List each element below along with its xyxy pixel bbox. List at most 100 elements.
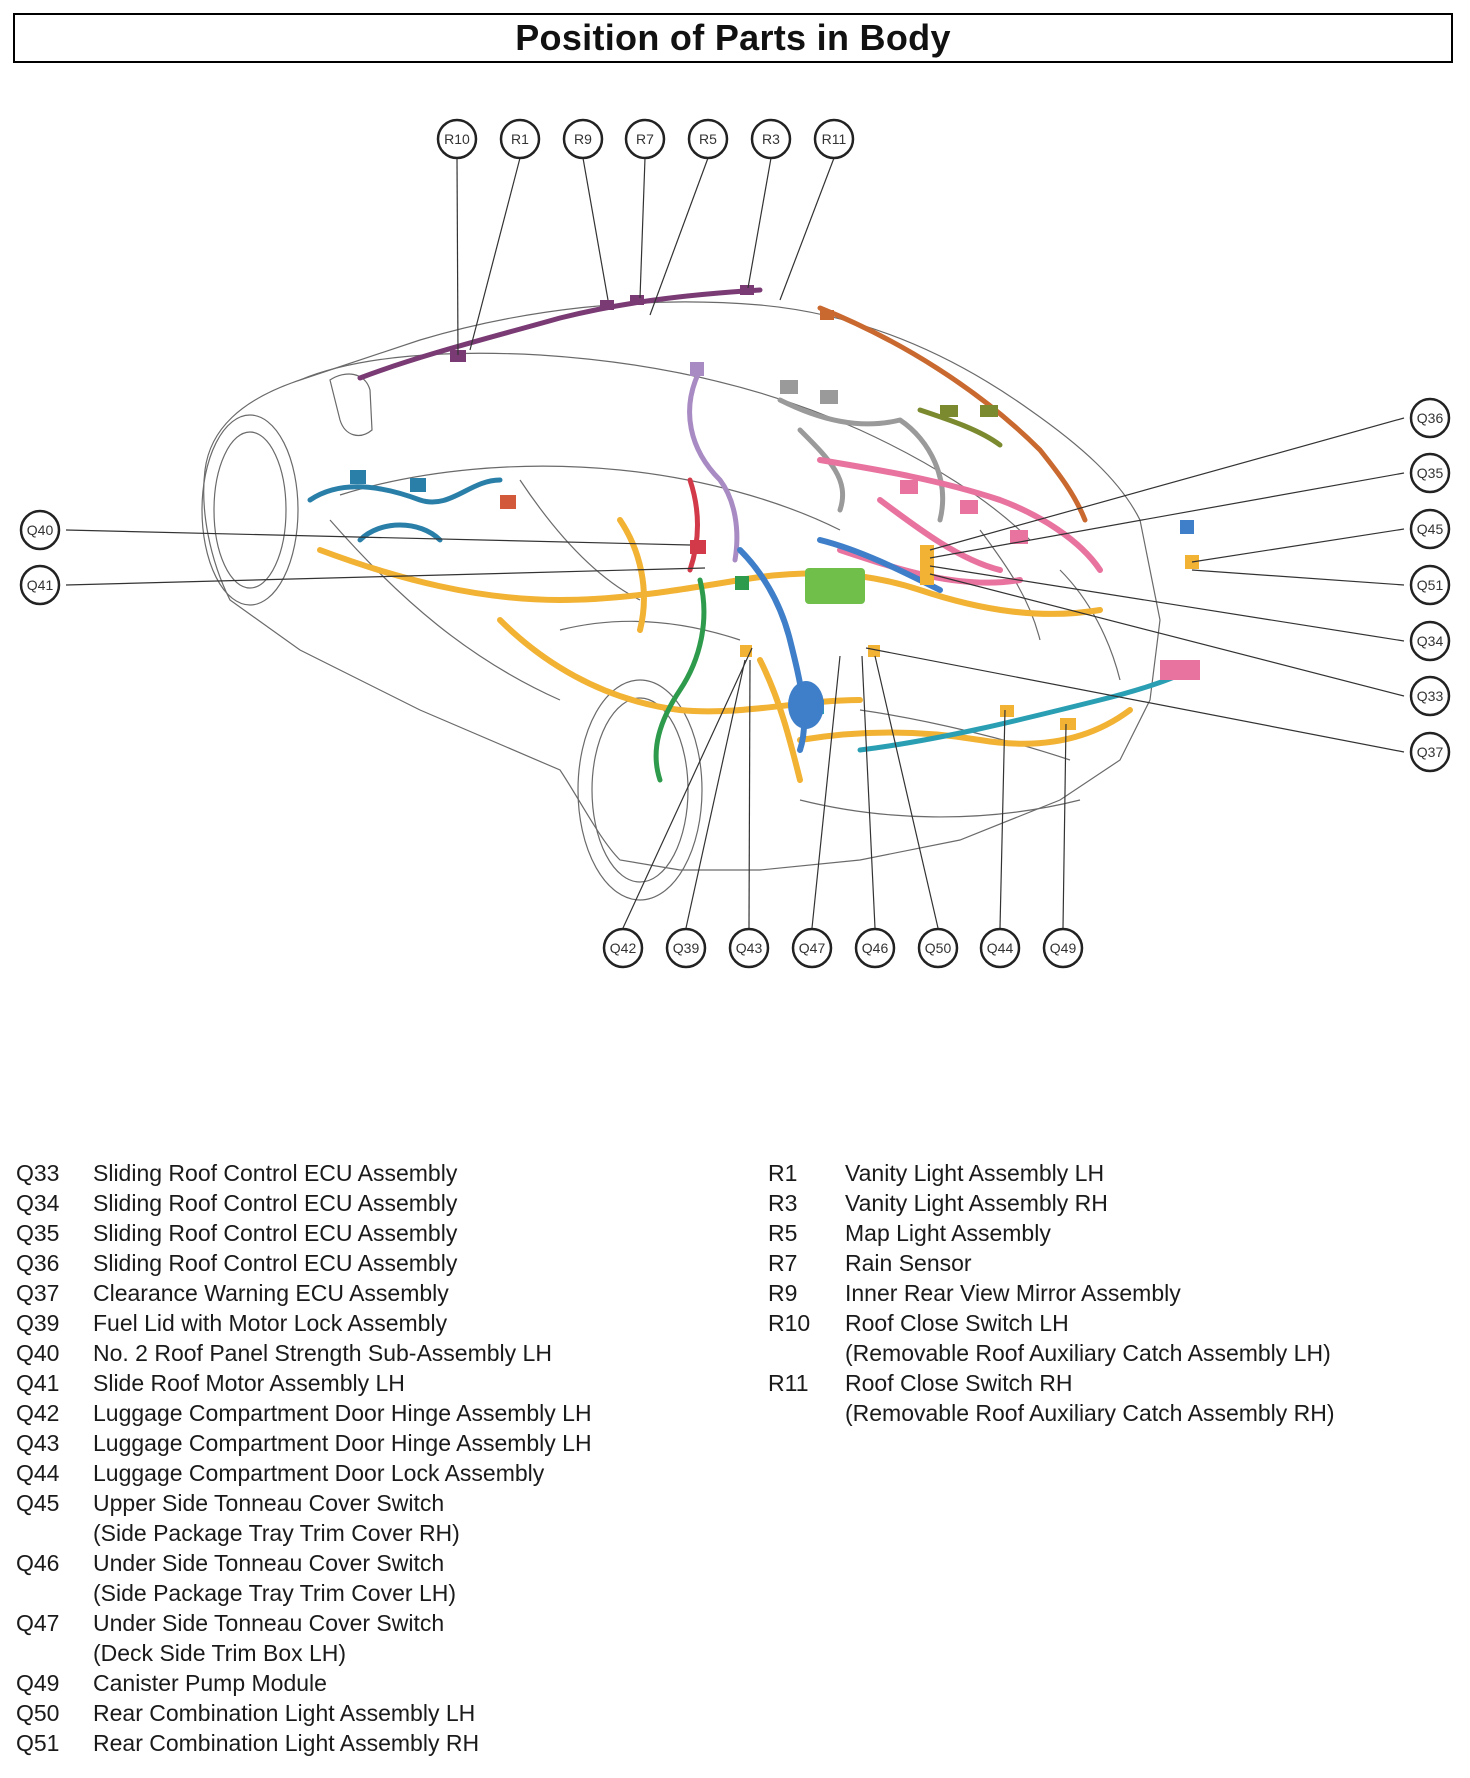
connector [735,576,749,590]
legend-code: Q43 [16,1430,60,1456]
callout-q49: Q49 [1042,927,1084,969]
callout-q36: Q36 [1409,397,1451,439]
callouts-top: R10 R1 R9 R7 R5 R3 R11 [436,118,855,160]
callout-label: R1 [511,131,529,147]
connector [820,310,834,320]
callout-q35: Q35 [1409,452,1451,494]
callout-q44: Q44 [979,927,1021,969]
callout-q40: Q40 [19,509,61,551]
callout-q34: Q34 [1409,620,1451,662]
roof-harness-purple [357,287,763,381]
callout-label: Q49 [1050,940,1077,956]
legend-desc: Rain Sensor [845,1250,972,1276]
callout-label: Q47 [799,940,826,956]
leader-lines [65,157,1405,929]
legend-desc: Sliding Roof Control ECU Assembly [93,1190,458,1216]
callout-q42: Q42 [602,927,644,969]
legend-desc: Fuel Lid with Motor Lock Assembly [93,1310,448,1336]
callout-r9: R9 [562,118,604,160]
connector [920,545,934,585]
callout-label: R11 [822,131,847,147]
legend-code: Q41 [16,1370,60,1396]
legend-item-q51: Q51 Rear Combination Light Assembly RH [16,1728,716,1758]
legend-desc: Vanity Light Assembly LH [845,1160,1105,1186]
callout-label: Q34 [1417,633,1444,649]
callout-label: R3 [762,131,780,147]
callout-q37: Q37 [1409,731,1451,773]
callout-label: Q35 [1417,465,1444,481]
legend-code: Q50 [16,1700,60,1726]
callout-r11: R11 [813,118,855,160]
callout-label: R9 [574,131,592,147]
connector [410,478,426,492]
connector [1060,718,1076,730]
deck-harness-gray [777,397,946,523]
legend-code: Q33 [16,1160,60,1186]
legend-code: Q51 [16,1730,60,1756]
callout-label: Q43 [736,940,763,956]
legend-subdesc-q46: (Side Package Tray Trim Cover LH) [93,1580,457,1606]
legend-code: R9 [768,1280,798,1306]
legend-desc: Roof Close Switch LH [845,1310,1069,1336]
legend-subdesc-q45: (Side Package Tray Trim Cover RH) [93,1520,460,1546]
callout-label: Q37 [1417,744,1444,760]
roof-harness-brown [817,305,1088,523]
callout-q47: Q47 [791,927,833,969]
legend-desc: Luggage Compartment Door Hinge Assembly … [93,1400,592,1426]
legend-desc: Rear Combination Light Assembly RH [93,1730,480,1756]
callout-label: R7 [636,131,654,147]
legend-code: Q45 [16,1490,60,1516]
callout-q41: Q41 [19,564,61,606]
callout-q33: Q33 [1409,675,1451,717]
legend-subdesc-r11: (Removable Roof Auxiliary Catch Assembly… [845,1400,1335,1426]
connector [630,295,644,305]
rear-floor-harness-orange [757,657,1133,783]
connector [780,380,798,394]
callout-q45: Q45 [1409,508,1451,550]
callout-r10: R10 [436,118,478,160]
callout-q51: Q51 [1409,564,1451,606]
legend-item-r1: R1 Vanity Light Assembly LH [768,1158,1458,1188]
deck-harness-olive [917,407,1003,448]
legend-code: Q34 [16,1190,60,1216]
legend-desc: Upper Side Tonneau Cover Switch [93,1490,445,1516]
legend-code: Q40 [16,1340,60,1366]
page-title-box: Position of Parts in Body [13,13,1453,63]
legend-subdesc-q47: (Deck Side Trim Box LH) [93,1640,347,1666]
car-body-outline [201,301,1161,901]
callout-label: Q41 [27,577,54,593]
connector [690,362,704,376]
legend-desc: Slide Roof Motor Assembly LH [93,1370,405,1396]
page-title: Position of Parts in Body [515,17,951,58]
connector [1160,660,1200,680]
callout-label: Q46 [862,940,889,956]
legend-item-r7: R7 Rain Sensor [768,1248,1458,1278]
callout-r7: R7 [624,118,666,160]
connector [600,300,614,310]
callout-label: Q39 [673,940,700,956]
legend-code: R7 [768,1250,798,1276]
legend-code: R1 [768,1160,798,1186]
legend-code: Q42 [16,1400,60,1426]
legend-code: Q36 [16,1250,60,1276]
callout-label: R5 [699,131,717,147]
parts-position-diagram: R10 R1 R9 R7 R5 R3 R11 Q40 Q41 Q36 Q35 Q… [19,118,1451,969]
legend-code: Q47 [16,1610,60,1636]
callout-r5: R5 [687,118,729,160]
callout-label: Q40 [27,522,54,538]
connector [450,350,466,362]
connector [788,681,824,729]
left-door-harness-blue [307,477,503,505]
